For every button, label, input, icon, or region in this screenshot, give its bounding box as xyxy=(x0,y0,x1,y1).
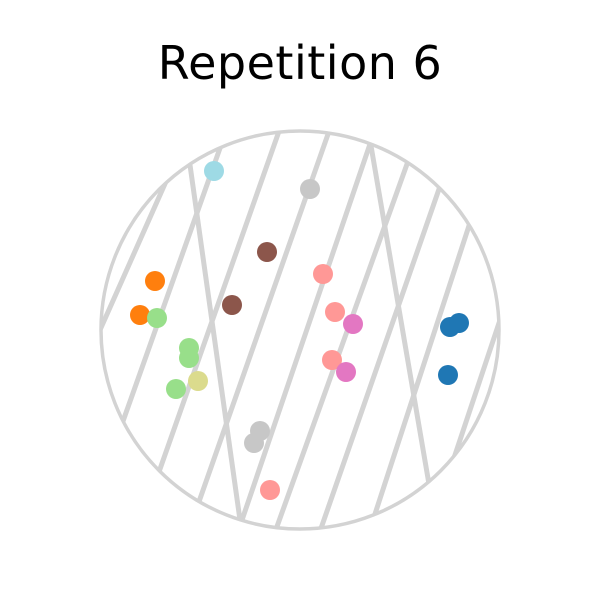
boundary-circle xyxy=(99,129,501,531)
point-brown-2 xyxy=(222,295,242,315)
point-orange-2 xyxy=(130,305,150,325)
point-brown-1 xyxy=(257,242,277,262)
hatch-line-11 xyxy=(187,162,243,523)
point-light-green-1 xyxy=(147,308,167,328)
hatch-line-9 xyxy=(417,197,499,529)
point-blue-2 xyxy=(449,313,469,333)
point-light-green-4 xyxy=(166,379,186,399)
hatch-lines xyxy=(101,131,499,529)
point-light-green-3 xyxy=(179,348,199,368)
figure-title: Repetition 6 xyxy=(157,36,443,90)
point-pink-1 xyxy=(343,314,363,334)
hatch-line-8 xyxy=(357,131,499,529)
hatch-line-5 xyxy=(222,131,388,529)
point-blue-3 xyxy=(438,365,458,385)
point-orange-1 xyxy=(145,271,165,291)
point-salmon-1 xyxy=(313,264,333,284)
hatch-line-12 xyxy=(367,137,433,493)
point-olive-1 xyxy=(188,371,208,391)
hatch-line-1 xyxy=(101,147,183,423)
points xyxy=(130,161,469,500)
hatch-line-10 xyxy=(457,327,499,529)
point-salmon-4 xyxy=(260,480,280,500)
point-salmon-3 xyxy=(322,350,342,370)
point-gray-1 xyxy=(300,179,320,199)
point-pink-2 xyxy=(336,362,356,382)
hatch-line-4 xyxy=(172,131,343,529)
point-gray-3 xyxy=(244,433,264,453)
point-light-blue xyxy=(204,161,224,181)
point-salmon-2 xyxy=(325,302,345,322)
